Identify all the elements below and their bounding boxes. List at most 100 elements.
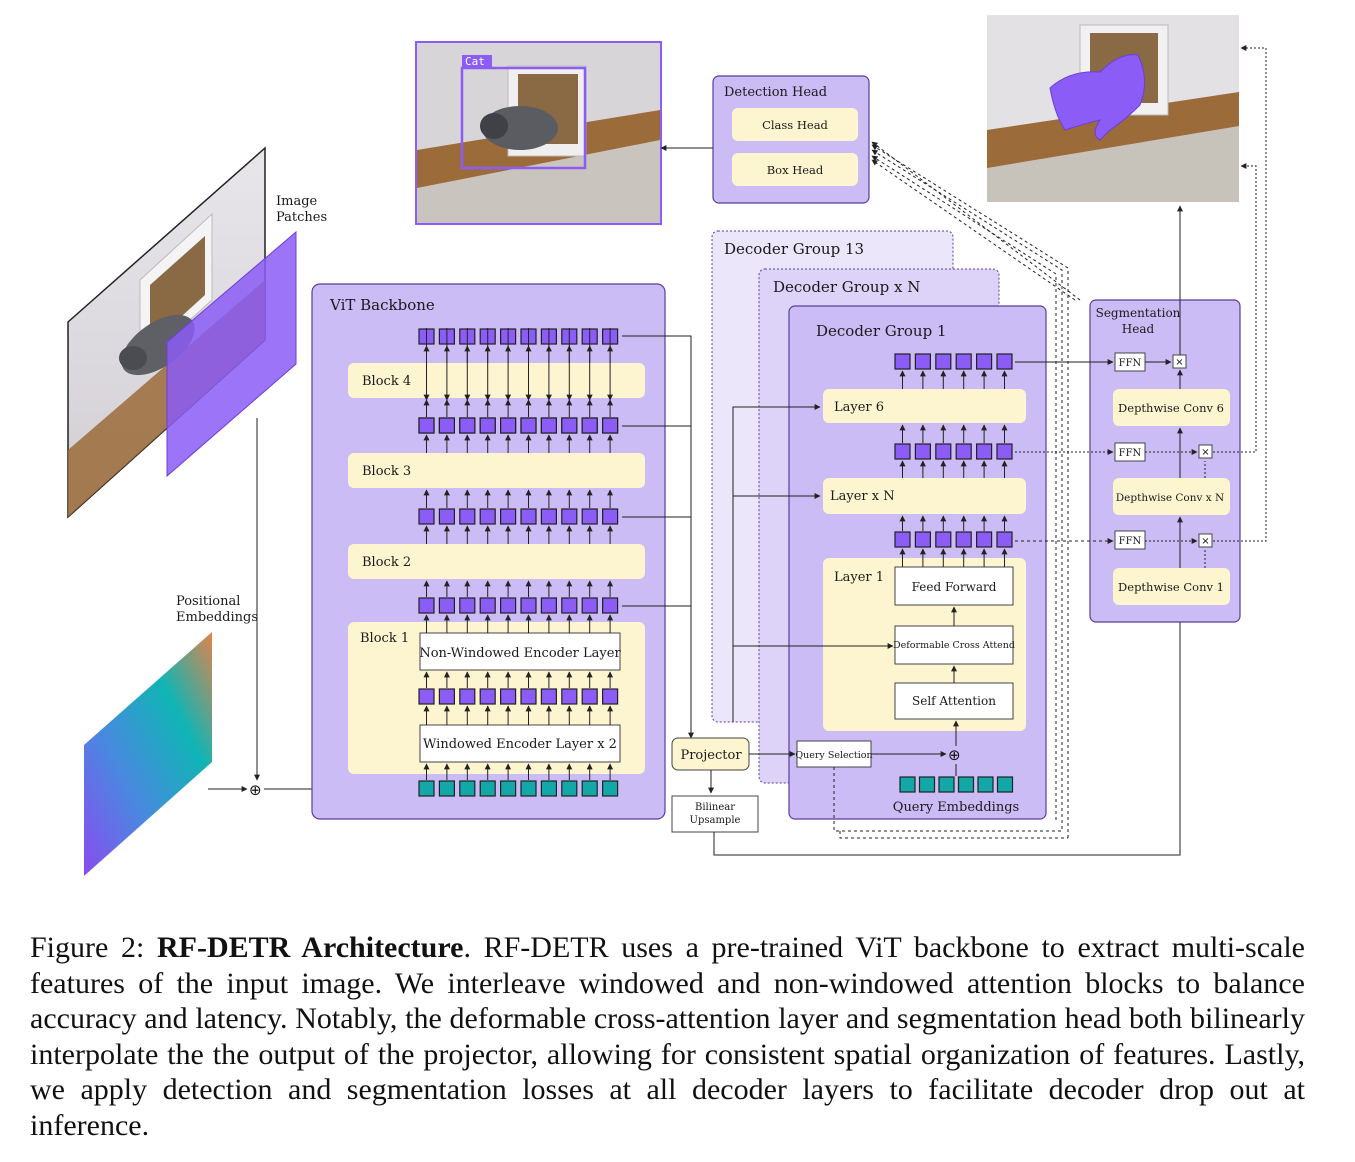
non-windowed-encoder-label: Non-Windowed Encoder Layer xyxy=(419,646,621,661)
multiply-icon-3: × xyxy=(1201,536,1209,547)
patch-token xyxy=(459,780,476,797)
block3-label: Block 3 xyxy=(362,464,411,479)
decoder-token xyxy=(955,531,972,548)
figure-caption: Figure 2: RF-DETR Architecture. RF-DETR … xyxy=(30,930,1305,1143)
layerxn-label: Layer x N xyxy=(830,489,895,504)
decoder-group-xn-title: Decoder Group x N xyxy=(773,278,920,296)
feature-token xyxy=(500,688,517,705)
image-patches-label-2: Patches xyxy=(276,210,327,225)
feed-forward-label: Feed Forward xyxy=(912,580,997,594)
ffn-label-2: FFN xyxy=(1119,448,1142,459)
decoder-token xyxy=(935,353,952,370)
caption-title: RF-DETR Architecture xyxy=(156,931,464,964)
positional-embeddings-label-1: Positional xyxy=(176,594,240,609)
query-embedding-token xyxy=(957,776,975,793)
layer1-label: Layer 1 xyxy=(834,570,884,585)
query-selection-label: Query Selection xyxy=(795,750,872,761)
ffn-label-3: FFN xyxy=(1119,536,1142,547)
decoder-token xyxy=(894,531,911,548)
feature-token xyxy=(418,508,435,525)
patch-token xyxy=(520,780,537,797)
patch-token xyxy=(438,780,455,797)
patch-token xyxy=(540,780,558,797)
positional-embeddings-label-2: Embeddings xyxy=(176,610,258,625)
image-patches-label-1: Image xyxy=(276,194,318,209)
feature-token xyxy=(520,688,537,705)
class-head-label: Class Head xyxy=(762,118,828,132)
feature-token xyxy=(438,688,455,705)
feature-token xyxy=(459,597,476,614)
windowed-encoder-label: Windowed Encoder Layer x 2 xyxy=(423,737,617,752)
architecture-diagram: Image Patches Positional Embeddings ⊕ Vi… xyxy=(67,15,1267,876)
feature-token xyxy=(540,417,558,434)
patch-token xyxy=(601,780,619,797)
feature-token xyxy=(500,508,517,525)
query-embeddings-label: Query Embeddings xyxy=(893,800,1019,815)
caption-prefix: Figure 2: xyxy=(30,931,157,964)
decoder-token xyxy=(935,531,952,548)
positional-embeddings-plane xyxy=(84,632,212,876)
patch-token xyxy=(561,780,578,797)
feature-token xyxy=(581,508,598,525)
feature-token xyxy=(520,597,537,614)
bilinear-label-2: Upsample xyxy=(690,815,741,826)
decoder-token-rows xyxy=(894,353,1014,793)
feature-token xyxy=(561,417,578,434)
patch-token xyxy=(500,780,517,797)
feature-token xyxy=(561,688,578,705)
query-embedding-token xyxy=(918,776,936,793)
feature-token xyxy=(479,508,496,525)
segmentation-head-title-2: Head xyxy=(1122,322,1155,336)
block2-label: Block 2 xyxy=(362,555,411,570)
feature-token xyxy=(520,508,537,525)
feature-token xyxy=(500,597,517,614)
feature-token xyxy=(500,417,517,434)
cat-class-tag: Cat xyxy=(465,55,485,68)
feature-token xyxy=(479,417,496,434)
feature-token xyxy=(459,417,476,434)
feature-token xyxy=(540,688,558,705)
feature-token xyxy=(459,688,476,705)
feature-token xyxy=(561,508,578,525)
add-embeddings-icon: ⊕ xyxy=(249,781,262,799)
block4-label: Block 4 xyxy=(362,374,411,389)
query-embedding-token xyxy=(938,776,955,793)
multiply-icon-1: × xyxy=(1175,357,1183,368)
query-embedding-token xyxy=(977,776,994,793)
decoder-token xyxy=(996,443,1013,460)
query-embedding-token xyxy=(899,776,916,793)
segmentation-head-title-1: Segmentation xyxy=(1096,306,1181,320)
feature-token xyxy=(479,597,496,614)
feature-token xyxy=(601,508,619,525)
decoder-token xyxy=(935,443,952,460)
patch-token xyxy=(479,780,496,797)
decoder-token xyxy=(996,353,1013,370)
decoder-token xyxy=(894,353,911,370)
query-add-icon: ⊕ xyxy=(948,746,961,764)
feature-token xyxy=(601,597,619,614)
depthwise-conv1-label: Depthwise Conv 1 xyxy=(1118,580,1224,594)
feature-token xyxy=(479,688,496,705)
decoder-token xyxy=(975,443,993,460)
vit-backbone-title: ViT Backbone xyxy=(329,296,435,314)
detection-output-image xyxy=(415,41,662,225)
decoder-token xyxy=(955,443,972,460)
detection-head-title: Detection Head xyxy=(724,85,827,100)
patch-token xyxy=(418,780,435,797)
deformable-cross-attend-label: Deformable Cross Attend xyxy=(893,640,1015,651)
decoder-token xyxy=(955,353,972,370)
block1-label: Block 1 xyxy=(360,631,409,646)
feature-token xyxy=(438,508,455,525)
decoder-token xyxy=(975,353,993,370)
decoder-token xyxy=(914,353,932,370)
feature-token xyxy=(418,417,435,434)
box-head-label: Box Head xyxy=(767,163,824,177)
multiply-icon-2: × xyxy=(1201,447,1209,458)
decoder-token xyxy=(914,443,932,460)
decoder-group-13-title: Decoder Group 13 xyxy=(724,240,864,258)
feature-token xyxy=(581,688,598,705)
feature-token xyxy=(581,417,598,434)
feature-token xyxy=(561,597,578,614)
feature-token xyxy=(540,508,558,525)
feature-token xyxy=(581,597,598,614)
